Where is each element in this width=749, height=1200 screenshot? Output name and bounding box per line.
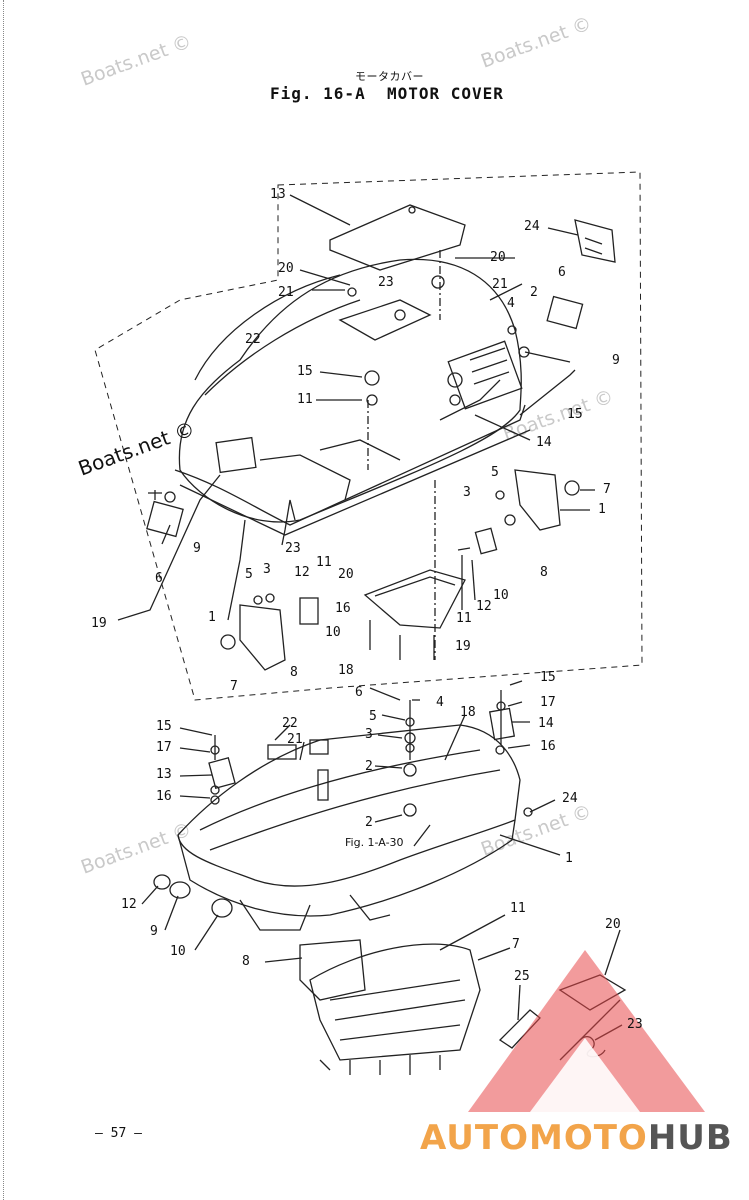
- callout: 2: [365, 759, 373, 774]
- figure-number: Fig. 16-A: [270, 84, 366, 103]
- callout: 3: [365, 727, 373, 742]
- page-number: — 57 —: [95, 1126, 142, 1141]
- callout: 16: [540, 739, 556, 754]
- automotohub-logo: AUTOMOTOHUB: [420, 1118, 733, 1158]
- callout: 13: [156, 767, 172, 782]
- callout: 2: [530, 285, 538, 300]
- callout: 15: [156, 719, 172, 734]
- callout: 14: [538, 716, 554, 731]
- callout: 22: [282, 716, 298, 731]
- callout: 25: [514, 969, 530, 984]
- callout: 6: [355, 685, 363, 700]
- callout: 5: [491, 465, 499, 480]
- callout: 8: [540, 565, 548, 580]
- callout: 11: [297, 392, 313, 407]
- callout: 23: [627, 1017, 643, 1032]
- callout: 24: [524, 219, 540, 234]
- left-margin-rule: [3, 0, 4, 1200]
- callout: 6: [155, 571, 163, 586]
- callout: 3: [463, 485, 471, 500]
- callout: 3: [263, 562, 271, 577]
- logo-moto: MOTO: [528, 1118, 648, 1158]
- callout: 1: [208, 610, 216, 625]
- callout: 6: [558, 265, 566, 280]
- callout: 13: [270, 187, 286, 202]
- callout: 23: [285, 541, 301, 556]
- callout: 8: [242, 954, 250, 969]
- callout: 16: [335, 601, 351, 616]
- callout: 24: [562, 791, 578, 806]
- callout: 19: [455, 639, 471, 654]
- callout: 1: [598, 502, 606, 517]
- callout: 20: [338, 567, 354, 582]
- callout: 18: [338, 663, 354, 678]
- callout: 14: [536, 435, 552, 450]
- callout: 23: [378, 275, 394, 290]
- logo-hub: HUB: [647, 1118, 733, 1158]
- automotohub-logo-mark: [468, 950, 705, 1112]
- bottom-cowl: [177, 724, 521, 887]
- callout: 11: [456, 611, 472, 626]
- callout: 21: [278, 285, 294, 300]
- callout: 21: [287, 732, 303, 747]
- callout: 15: [567, 407, 583, 422]
- callout: 7: [512, 937, 520, 952]
- callout: 21: [492, 277, 508, 292]
- callout: 20: [605, 917, 621, 932]
- figure-title: MOTOR COVER: [386, 84, 504, 103]
- callout: 12: [294, 565, 310, 580]
- callout: 7: [603, 482, 611, 497]
- callout: 17: [540, 695, 556, 710]
- seal-plate: [363, 569, 466, 629]
- callout: 5: [369, 709, 377, 724]
- top-cowl-outline: [178, 258, 522, 523]
- callout: 4: [507, 296, 515, 311]
- callout: 9: [193, 541, 201, 556]
- callout: 10: [325, 625, 341, 640]
- page-title: Fig. 16-A MOTOR COVER: [270, 84, 504, 103]
- callout: 22: [245, 332, 261, 347]
- callout: 11: [316, 555, 332, 570]
- callout: 8: [290, 665, 298, 680]
- callout: 15: [540, 670, 556, 685]
- callout: 19: [91, 616, 107, 631]
- figure-reference: Fig. 1-A-30: [345, 836, 404, 849]
- callout: 20: [278, 261, 294, 276]
- callout: 10: [170, 944, 186, 959]
- callout: 16: [156, 789, 172, 804]
- callout: 4: [436, 695, 444, 710]
- top-lid: [329, 204, 466, 271]
- lower-case: [309, 943, 481, 1061]
- callout: 7: [230, 679, 238, 694]
- callout: 12: [121, 897, 137, 912]
- logo-auto: AUTO: [420, 1118, 529, 1158]
- callout: 17: [156, 740, 172, 755]
- callout: 11: [510, 901, 526, 916]
- callout: 10: [493, 588, 509, 603]
- callout: 12: [476, 599, 492, 614]
- callout: 20: [490, 250, 506, 265]
- callout: 9: [150, 924, 158, 939]
- callout: 18: [460, 705, 476, 720]
- callout: 9: [612, 353, 620, 368]
- callout: 2: [365, 815, 373, 830]
- callout: 1: [565, 851, 573, 866]
- callout: 5: [245, 567, 253, 582]
- page-subtitle: モータカバー: [355, 70, 424, 83]
- callout: 15: [297, 364, 313, 379]
